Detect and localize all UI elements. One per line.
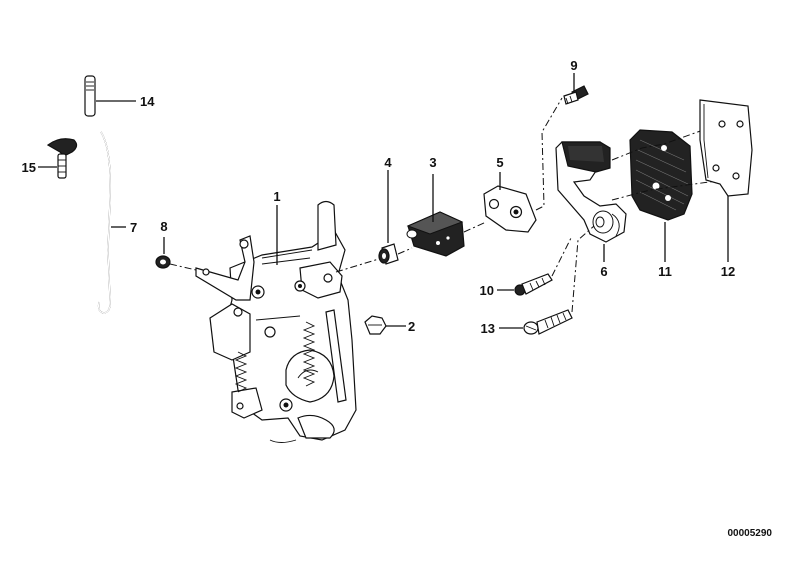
pin-part [84, 75, 96, 117]
part-label-14: 14 [140, 94, 155, 109]
part-label-4: 4 [384, 155, 392, 170]
screw-part [563, 85, 589, 105]
part-label-7: 7 [130, 220, 137, 235]
assembly-line [535, 97, 563, 211]
backing-plate-part [699, 99, 753, 197]
gasket-plate-part [629, 129, 693, 221]
spring-part [234, 351, 248, 393]
clip-part [46, 138, 78, 179]
rod-part [97, 131, 111, 314]
assembly-line [169, 263, 197, 271]
lock-mechanism-part [195, 200, 357, 443]
cap-nut-part [364, 315, 387, 335]
part-label-3: 3 [429, 155, 436, 170]
part-label-5: 5 [496, 155, 503, 170]
part-label-12: 12 [721, 264, 735, 279]
part-label-6: 6 [600, 264, 607, 279]
part-label-1: 1 [273, 189, 280, 204]
assembly-line [611, 123, 721, 161]
assembly-line [571, 225, 595, 313]
part-label-2: 2 [408, 319, 415, 334]
block-part [406, 211, 465, 257]
striker-bracket-part [555, 141, 627, 243]
reference-number: 00005290 [728, 528, 773, 539]
part-label-10: 10 [480, 283, 494, 298]
plate-part [483, 185, 537, 233]
part-label-15: 15 [22, 160, 36, 175]
part-label-11: 11 [658, 264, 672, 279]
bushing-part [378, 243, 399, 265]
part-label-13: 13 [481, 321, 495, 336]
part-label-8: 8 [160, 219, 167, 234]
nut-part [155, 255, 171, 269]
assembly-line [335, 257, 383, 273]
screw-part [514, 273, 553, 296]
assembly-line [397, 247, 413, 255]
assembly-line [463, 221, 487, 233]
screw-part [523, 309, 573, 335]
spring-part [302, 321, 316, 387]
assembly-line [551, 235, 573, 277]
part-label-9: 9 [570, 58, 577, 73]
